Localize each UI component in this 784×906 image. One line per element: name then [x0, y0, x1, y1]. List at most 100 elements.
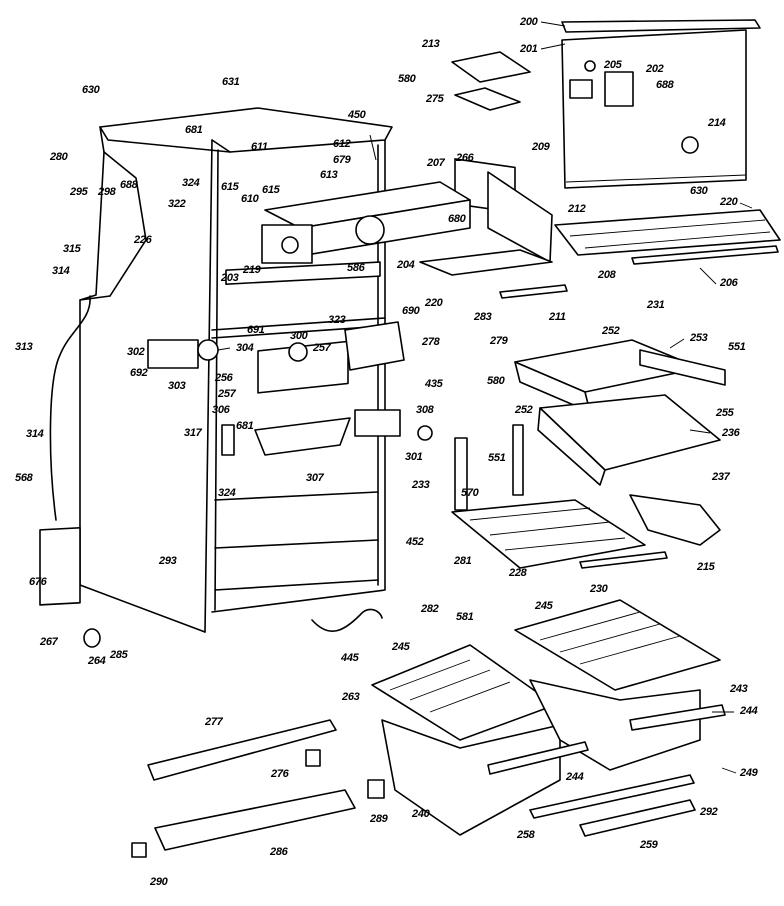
callout-256: 256 [214, 372, 234, 384]
callout-692: 692 [130, 367, 148, 379]
callout-264: 264 [87, 655, 106, 667]
callout-226: 226 [133, 234, 153, 246]
butter-bin [629, 494, 721, 546]
callout-551a: 551 [728, 341, 746, 353]
callout-630: 630 [690, 185, 709, 197]
callout-688: 688 [656, 79, 675, 91]
callout-314: 314 [52, 265, 70, 277]
callout-631: 631 [222, 76, 240, 88]
callout-279: 279 [489, 335, 509, 347]
callout-202: 202 [645, 63, 664, 75]
callout-245b: 245 [534, 600, 554, 612]
callout-206: 206 [719, 277, 739, 289]
callout-317: 317 [184, 427, 203, 439]
control-assembly [147, 321, 433, 456]
water-tube [49, 295, 91, 521]
callout-452: 452 [405, 536, 424, 548]
callout-245a: 245 [391, 641, 411, 653]
callout-308: 308 [416, 404, 435, 416]
callout-615b: 615 [262, 184, 281, 196]
freezer-back-panel [561, 19, 761, 189]
callout-280: 280 [49, 151, 69, 163]
callout-286: 286 [269, 846, 289, 858]
callout-259: 259 [639, 839, 659, 851]
callout-237: 237 [711, 471, 731, 483]
callout-236: 236 [721, 427, 741, 439]
callout-231: 231 [646, 299, 665, 311]
callout-208: 208 [597, 269, 617, 281]
callout-207: 207 [426, 157, 446, 169]
callout-249: 249 [739, 767, 759, 779]
callout-679: 679 [333, 154, 352, 166]
callout-610: 610 [241, 193, 260, 205]
crisper-pans [371, 599, 726, 836]
lower-shelf [451, 499, 668, 569]
callout-324: 324 [182, 177, 200, 189]
callout-289: 289 [369, 813, 389, 825]
callout-257b: 257 [217, 388, 237, 400]
callout-615a: 615 [221, 181, 240, 193]
callout-570: 570 [461, 487, 480, 499]
callout-278: 278 [421, 336, 441, 348]
callout-214: 214 [707, 117, 726, 129]
callout-211: 211 [548, 311, 566, 323]
bottom-components [131, 719, 696, 858]
callout-586: 586 [347, 262, 366, 274]
callout-277: 277 [204, 716, 224, 728]
callout-580b: 580 [487, 375, 506, 387]
callout-445: 445 [340, 652, 360, 664]
wall-support-233 [454, 437, 468, 511]
callout-300: 300 [290, 330, 309, 342]
callout-611: 611 [251, 141, 268, 153]
icemaker [261, 181, 471, 264]
callout-292: 292 [699, 806, 718, 818]
callout-257a: 257 [312, 342, 332, 354]
callout-282: 282 [420, 603, 439, 615]
callout-215: 215 [696, 561, 716, 573]
callout-298: 298 [97, 186, 117, 198]
callout-322: 322 [168, 198, 186, 210]
callout-630b: 630 [82, 84, 101, 96]
wall-support-252 [512, 424, 524, 496]
callout-209: 209 [531, 141, 551, 153]
callout-275: 275 [425, 93, 445, 105]
callout-613: 613 [320, 169, 338, 181]
callout-212: 212 [567, 203, 586, 215]
callout-244a: 244 [739, 705, 758, 717]
callout-200: 200 [519, 16, 539, 28]
callout-450: 450 [347, 109, 367, 121]
callout-691: 691 [247, 324, 265, 336]
callout-285: 285 [109, 649, 129, 661]
damper-203 [225, 261, 381, 285]
callout-220b: 220 [424, 297, 444, 309]
callout-281: 281 [453, 555, 472, 567]
callout-435: 435 [424, 378, 444, 390]
callout-295: 295 [69, 186, 89, 198]
callout-313: 313 [15, 341, 33, 353]
power-cord [311, 608, 383, 632]
callout-324b: 324 [218, 487, 236, 499]
callout-240: 240 [411, 808, 431, 820]
access-cover [39, 527, 81, 606]
callout-690: 690 [402, 305, 421, 317]
callout-252b: 252 [514, 404, 533, 416]
callout-267: 267 [39, 636, 59, 648]
callout-204: 204 [396, 259, 415, 271]
callout-302: 302 [127, 346, 145, 358]
callout-243: 243 [729, 683, 748, 695]
callout-220: 220 [719, 196, 739, 208]
callout-201: 201 [519, 43, 538, 55]
callout-581: 581 [456, 611, 474, 623]
callout-303: 303 [168, 380, 186, 392]
callout-219: 219 [242, 264, 262, 276]
callout-568: 568 [15, 472, 34, 484]
caster-264 [83, 628, 101, 648]
callout-314b: 314 [26, 428, 44, 440]
callout-labels: 200 201 205 202 688 214 630 220 208 206 … [15, 16, 759, 888]
callout-307: 307 [306, 472, 325, 484]
callout-244b: 244 [565, 771, 584, 783]
callout-323: 323 [328, 314, 346, 326]
callout-301: 301 [405, 451, 423, 463]
callout-681b: 681 [236, 420, 254, 432]
